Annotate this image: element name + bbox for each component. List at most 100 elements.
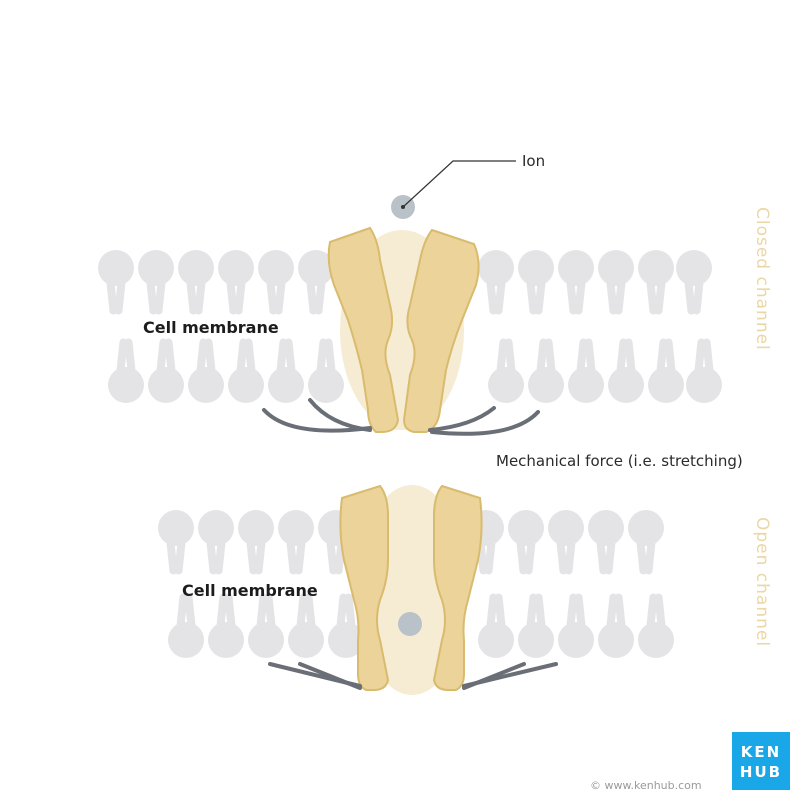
channel-protein-right-open	[432, 484, 483, 691]
lipid-head	[518, 622, 554, 658]
lipid-tail	[636, 538, 648, 575]
lipid-tail	[544, 338, 556, 375]
lipid-tail	[496, 338, 508, 375]
ion-particle-bottom	[398, 612, 422, 636]
lipid-bilayer-top	[98, 250, 722, 403]
channel-protein-right-closed	[402, 228, 480, 433]
lipid-tail	[504, 338, 516, 375]
cell-membrane-label-bottom: Cell membrane	[182, 581, 318, 600]
lipid-tail	[286, 538, 298, 575]
tether-right-inner-closed	[428, 406, 496, 432]
mechanical-force-label: Mechanical force (i.e. stretching)	[496, 452, 743, 470]
lipid-tail	[566, 593, 578, 630]
lipid-tail	[156, 338, 168, 375]
lipid-head	[628, 510, 664, 546]
lipid-head	[548, 510, 584, 546]
lipid-tail	[266, 278, 278, 315]
lipid-head	[508, 510, 544, 546]
lipid-tail	[656, 338, 668, 375]
lipid-tail	[576, 338, 588, 375]
lipid-tail	[664, 338, 676, 375]
lipid-head	[268, 367, 304, 403]
lipid-head	[258, 250, 294, 286]
lipid-tail	[236, 338, 248, 375]
lipid-head	[298, 250, 334, 286]
lipid-head	[608, 367, 644, 403]
lipid-tail	[186, 278, 198, 315]
lipid-tail	[216, 593, 228, 630]
cell-membrane-label-top: Cell membrane	[143, 318, 279, 337]
lipid-tail	[614, 593, 626, 630]
lipid-tail	[526, 278, 538, 315]
lipid-head	[568, 367, 604, 403]
lipid-head	[288, 622, 324, 658]
lipid-head	[478, 622, 514, 658]
lipid-head	[488, 367, 524, 403]
lipid-tail	[326, 538, 338, 575]
lipid-head	[208, 622, 244, 658]
lipid-head	[108, 367, 144, 403]
lipid-head	[598, 622, 634, 658]
lipid-tail	[226, 278, 238, 315]
lipid-tail	[694, 338, 706, 375]
lipid-tail	[304, 593, 316, 630]
lipid-tail	[526, 593, 538, 630]
lipid-tail	[494, 278, 506, 315]
lipid-tail	[264, 593, 276, 630]
lipid-tail	[574, 278, 586, 315]
lipid-tail	[106, 278, 118, 315]
lipid-tail	[654, 593, 666, 630]
lipid-head	[148, 367, 184, 403]
copyright-text: © www.kenhub.com	[590, 779, 702, 792]
lipid-tail	[164, 338, 176, 375]
lipid-tail	[654, 278, 666, 315]
lipid-tail	[196, 338, 208, 375]
lipid-head	[168, 622, 204, 658]
lipid-tail	[204, 338, 216, 375]
lipid-tail	[584, 338, 596, 375]
kenhub-logo: KEN HUB	[732, 732, 790, 790]
lipid-tail	[254, 538, 266, 575]
lipid-tail	[214, 538, 226, 575]
lipid-tail	[534, 278, 546, 315]
lipid-head	[686, 367, 722, 403]
closed-channel-group: Ion Cell membrane Closed channel	[98, 152, 772, 436]
lipid-tail	[296, 593, 308, 630]
lipid-head	[598, 250, 634, 286]
lipid-tail	[146, 278, 158, 315]
lipid-tail	[344, 593, 356, 630]
lipid-tail	[486, 593, 498, 630]
lipid-head	[238, 510, 274, 546]
lipid-tail	[114, 278, 126, 315]
lipid-tail	[646, 278, 658, 315]
lipid-tail	[166, 538, 178, 575]
open-channel-group: Cell membrane Open channel	[158, 484, 772, 695]
lipid-tail	[206, 538, 218, 575]
tether-left-inner-open	[298, 662, 362, 690]
lipid-head	[518, 250, 554, 286]
lipid-tail	[644, 538, 656, 575]
lipid-tail	[154, 278, 166, 315]
lipid-head	[528, 367, 564, 403]
lipid-tail	[234, 278, 246, 315]
lipid-tail	[274, 278, 286, 315]
lipid-tail	[516, 538, 528, 575]
svg-text:KEN: KEN	[741, 743, 781, 761]
lipid-tail	[176, 593, 188, 630]
tether-right-outer-open	[462, 662, 558, 688]
tether-left-outer-closed	[262, 408, 372, 433]
lipid-tail	[116, 338, 128, 375]
lipid-head	[178, 250, 214, 286]
lipid-tail	[616, 338, 628, 375]
svg-text:HUB: HUB	[740, 763, 782, 781]
lipid-tail	[596, 538, 608, 575]
lipid-tail	[316, 338, 328, 375]
lipid-tail	[336, 593, 348, 630]
lipid-tail	[124, 338, 136, 375]
lipid-tail	[194, 278, 206, 315]
lipid-tail	[574, 593, 586, 630]
lipid-tail	[524, 538, 536, 575]
open-channel-label: Open channel	[752, 517, 772, 647]
lipid-tail	[284, 338, 296, 375]
